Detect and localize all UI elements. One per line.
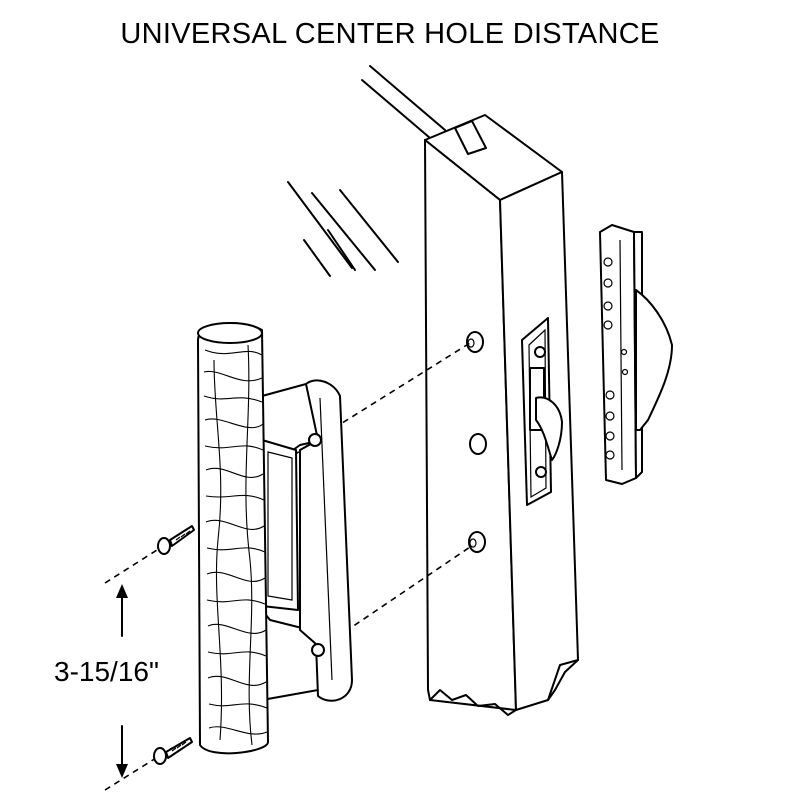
- glass-panel-lines: [287, 181, 399, 277]
- diagram-title: UNIVERSAL CENTER HOLE DISTANCE: [120, 18, 660, 50]
- dimension-label: 3-15/16": [54, 656, 159, 687]
- keeper-strike: [599, 224, 673, 485]
- handle-mount: [261, 379, 353, 702]
- mortise-latch: [521, 317, 563, 506]
- wooden-handle-grip: [197, 322, 269, 755]
- mounting-screws: [153, 525, 195, 765]
- door-stile: [361, 65, 579, 716]
- dimension-arrow: [116, 584, 128, 778]
